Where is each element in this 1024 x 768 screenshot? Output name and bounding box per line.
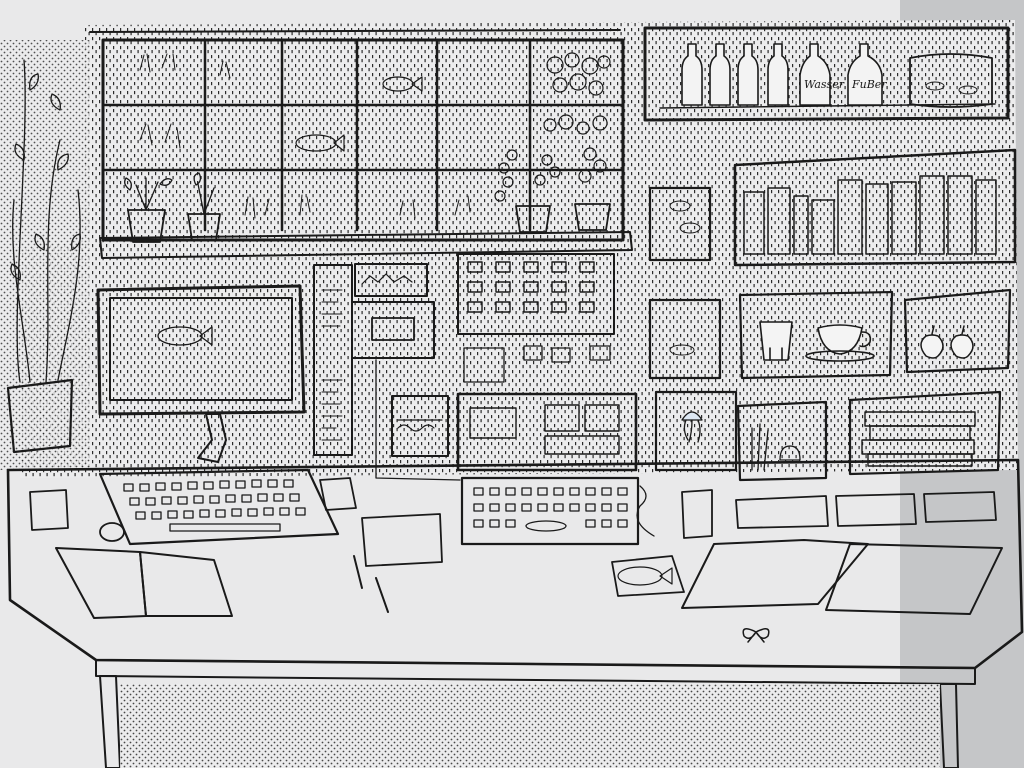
wall-stipple-left bbox=[0, 40, 90, 470]
fish-icon bbox=[925, 81, 978, 95]
plant-icon bbox=[494, 147, 611, 233]
book-shelf bbox=[733, 148, 1017, 267]
plant-icon bbox=[187, 172, 221, 241]
open-notebook bbox=[361, 513, 443, 567]
monitor-left bbox=[96, 284, 306, 463]
cables bbox=[375, 359, 655, 537]
desk bbox=[6, 458, 1024, 768]
bow-icon bbox=[742, 628, 770, 643]
book-icon bbox=[55, 547, 233, 619]
plant-icon bbox=[124, 177, 173, 243]
pencil-icon bbox=[353, 555, 389, 613]
phone-icon bbox=[681, 489, 713, 539]
apple-icon bbox=[920, 325, 974, 359]
fish-tank bbox=[648, 186, 712, 262]
cup-icon bbox=[759, 321, 793, 361]
desk-leg bbox=[939, 683, 959, 768]
tall-note-strip bbox=[313, 264, 353, 456]
small-tv bbox=[391, 395, 449, 457]
keyboard-left bbox=[98, 468, 340, 546]
calendar bbox=[457, 253, 615, 335]
desk-leg bbox=[99, 675, 121, 768]
fish-icon bbox=[157, 326, 213, 346]
note-pad bbox=[319, 477, 357, 511]
fish-tank bbox=[648, 298, 722, 380]
bottle-label: FuBer bbox=[851, 78, 887, 91]
sticky-notes bbox=[463, 345, 611, 383]
cup-shelf bbox=[738, 290, 894, 380]
fish-icon bbox=[295, 134, 345, 152]
plant-icon bbox=[6, 59, 81, 454]
windowsill bbox=[99, 231, 633, 259]
note-pad bbox=[29, 489, 69, 531]
monitor-right bbox=[456, 392, 638, 472]
device-panel bbox=[351, 301, 435, 359]
tall-note-lines bbox=[321, 289, 343, 441]
wave-picture bbox=[354, 263, 428, 297]
fish-icon bbox=[382, 76, 423, 92]
apple-box bbox=[903, 288, 1012, 374]
book-icon bbox=[681, 539, 1003, 615]
wall-stipple bbox=[20, 20, 1018, 478]
window bbox=[89, 29, 633, 259]
teapot-icon bbox=[805, 324, 875, 362]
fish-plate bbox=[611, 555, 685, 597]
jellyfish-tank bbox=[654, 390, 738, 472]
bottle-shelf: Wasser FuBer bbox=[643, 26, 1010, 122]
mouse-icon bbox=[99, 522, 125, 542]
bottle-label: Wasser bbox=[804, 78, 845, 91]
jellyfish-icon bbox=[681, 411, 703, 443]
book-stack bbox=[735, 491, 997, 529]
